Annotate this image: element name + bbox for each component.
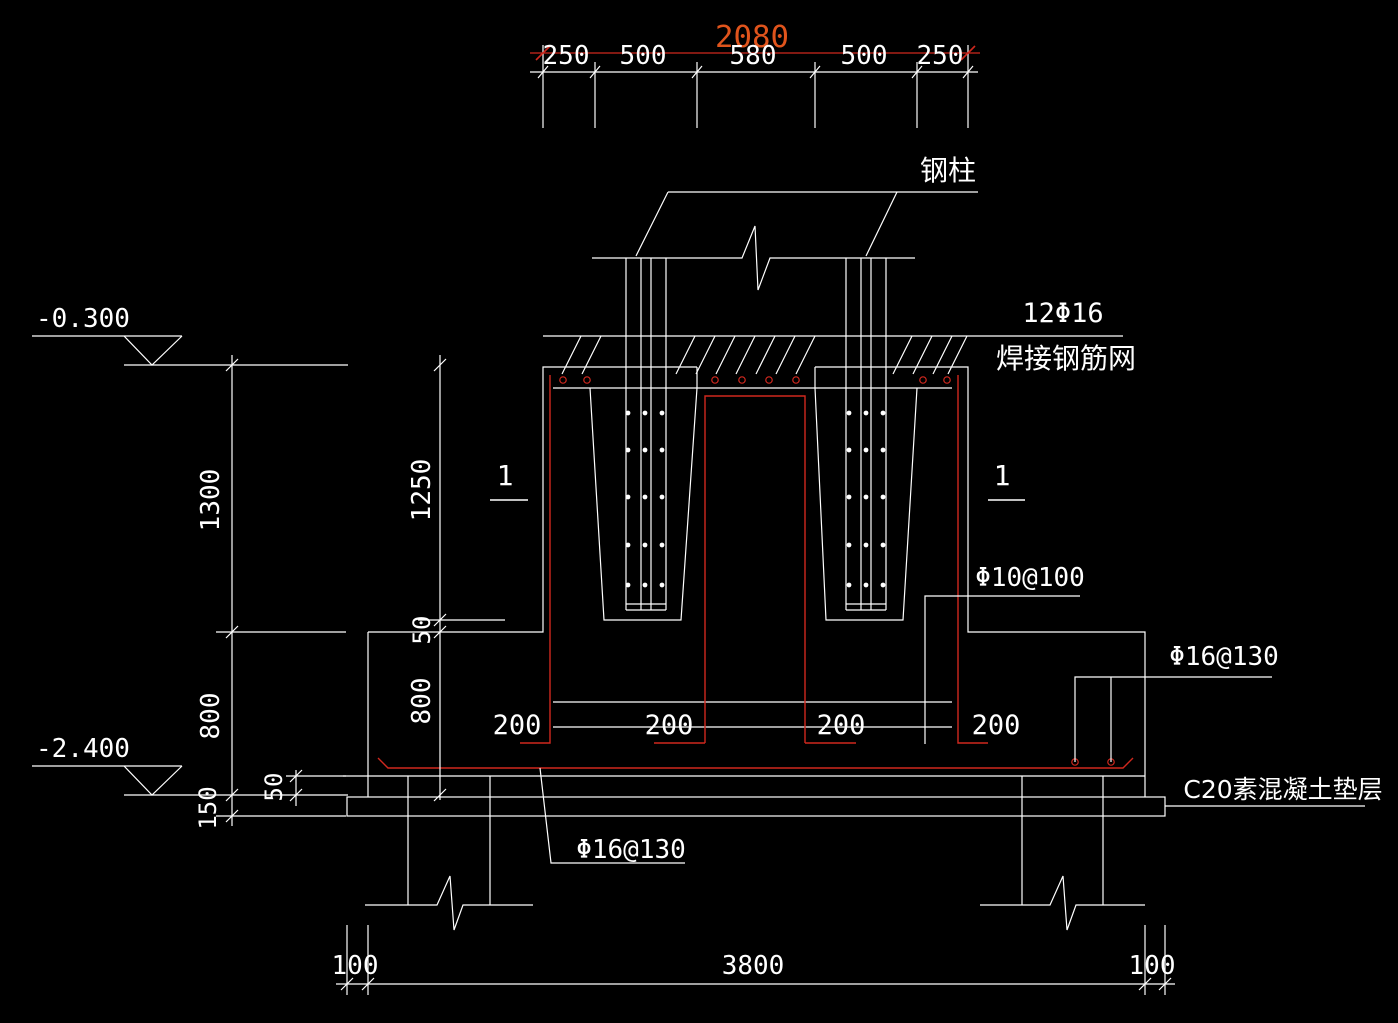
bottom-dim-right: 100	[1129, 951, 1176, 981]
rebar-count-label: 12Φ16	[1022, 298, 1103, 329]
top-dimension-chain	[530, 45, 980, 128]
top-dim-3: 580	[730, 41, 777, 71]
top-dim-5: 250	[917, 41, 964, 71]
pile-right	[980, 776, 1145, 931]
bottom-dimension-chain	[336, 925, 1175, 995]
stirrup-label: Φ10@100	[975, 563, 1085, 593]
welded-mesh-leader	[543, 335, 1123, 375]
top-dim-2: 500	[620, 41, 667, 71]
rebar-label-leaders	[539, 595, 1272, 864]
cover-dim-3: 200	[817, 710, 866, 741]
welded-mesh-label: 焊接钢筋网	[996, 342, 1136, 375]
steel-column-leader	[592, 191, 978, 291]
top-dim-1: 250	[543, 41, 590, 71]
dim-800-inner: 800	[407, 678, 437, 725]
rebar-bottom-label: Φ16@130	[576, 835, 686, 865]
elevation-bottom: -2.400	[36, 734, 130, 764]
pad-label: C20素混凝土垫层	[1183, 775, 1382, 804]
section-mark-left: 1	[497, 459, 514, 492]
top-dim-4: 500	[841, 41, 888, 71]
bottom-dim-mid: 3800	[722, 951, 785, 981]
cover-dim-4: 200	[972, 710, 1021, 741]
cover-dim-1: 200	[493, 710, 542, 741]
steel-column-right	[845, 258, 887, 611]
dim-50-low: 50	[260, 773, 288, 802]
elevation-marker-top	[32, 335, 348, 366]
pile-left	[365, 776, 533, 931]
steel-column-left	[625, 258, 667, 611]
top-total-dim: 2080	[715, 20, 789, 55]
stud-dots	[625, 410, 886, 588]
cover-dim-2: 200	[645, 710, 694, 741]
rebar-right-label: Φ16@130	[1169, 642, 1279, 672]
elevation-marker-bottom	[32, 765, 348, 796]
elevation-top: -0.300	[36, 304, 130, 334]
dim-800-left: 800	[196, 693, 226, 740]
dim-1250: 1250	[407, 459, 437, 522]
left-vertical-dims	[216, 355, 505, 826]
section-mark-right: 1	[994, 459, 1011, 492]
rebar-lines	[377, 375, 1134, 769]
bottom-dim-left: 100	[332, 951, 379, 981]
dim-1300: 1300	[196, 469, 226, 532]
steel-column-label: 钢柱	[920, 154, 976, 187]
footing-and-pad	[343, 775, 1365, 817]
dim-50: 50	[408, 616, 436, 645]
dim-150: 150	[194, 786, 222, 829]
